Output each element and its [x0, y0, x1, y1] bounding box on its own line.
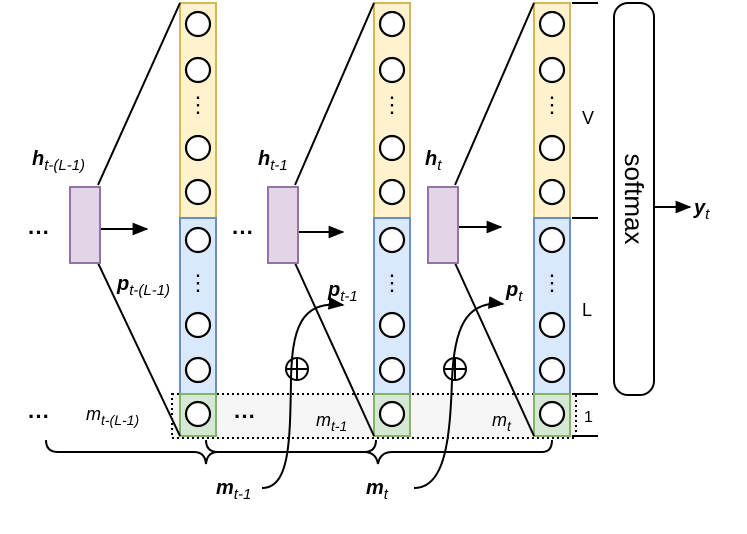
vdots: ⋮: [187, 92, 209, 117]
h-label-last: ht: [425, 148, 442, 174]
neuron-circle: [538, 56, 566, 84]
neuron-circle: [184, 56, 212, 84]
vdots: ⋮: [381, 92, 403, 117]
v-section: [533, 2, 571, 219]
neuron-circles: [184, 10, 566, 428]
neuron-circle: [538, 226, 566, 254]
m-bottom-left: mt-1: [216, 477, 251, 503]
curve-arrow-last: [413, 296, 505, 489]
neuron-circle: [184, 134, 212, 162]
column-t: [533, 2, 571, 437]
m-bottom-right: mt: [366, 477, 389, 503]
neuron-circle: [184, 311, 212, 339]
neuron-circle: [378, 56, 406, 84]
softmax-box: [613, 2, 655, 396]
vdots: ⋮: [541, 270, 563, 295]
neuron-circle: [184, 178, 212, 206]
softmax-label: softmax: [619, 153, 649, 244]
h-box-first: [69, 186, 101, 264]
neuron-circle: [184, 356, 212, 384]
neuron-circle: [538, 178, 566, 206]
h-label-mid: ht-1: [258, 148, 288, 174]
neuron-circle: [378, 356, 406, 384]
oplus-right: [443, 357, 467, 381]
h-label-first: ht-(L-1): [32, 148, 85, 174]
brace-right: [205, 439, 553, 465]
vdots: ⋮: [541, 92, 563, 117]
m-label-mid: mt-1: [316, 410, 347, 434]
neuron-circle: [378, 10, 406, 38]
neuron-circle: [184, 226, 212, 254]
connection-lines: [97, 2, 535, 437]
vdots-group: ⋮ ⋮ ⋮ ⋮ ⋮ ⋮: [187, 92, 563, 295]
ellipsis-left-bottom: ···: [28, 404, 50, 429]
p-label-mid: pt-1: [327, 279, 358, 305]
m-label-last: mt: [492, 410, 512, 434]
p-label-first: pt-(L-1): [116, 273, 170, 299]
ellipsis-mid-top: ···: [232, 220, 254, 245]
h-box-last: [427, 186, 459, 264]
section-one-label: 1: [584, 409, 593, 426]
neuron-circle: [378, 134, 406, 162]
neuron-circle: [378, 400, 406, 428]
neuron-circle: [538, 356, 566, 384]
neuron-circle: [538, 134, 566, 162]
vdots: ⋮: [381, 270, 403, 295]
neuron-circle: [538, 10, 566, 38]
y-output-label: yt: [693, 197, 710, 223]
section-l-label: L: [582, 300, 592, 320]
neuron-circle: [184, 10, 212, 38]
neuron-circle: [378, 226, 406, 254]
vdots: ⋮: [187, 270, 209, 295]
ellipsis-left-top: ···: [28, 220, 50, 245]
m-label-first: mt-(L-1): [86, 404, 139, 428]
neuron-circle: [184, 400, 212, 428]
p-label-last: pt: [505, 279, 523, 305]
neuron-circle: [538, 311, 566, 339]
curve-arrow-mid: [261, 296, 345, 489]
ellipsis-mid-bottom: ···: [234, 404, 256, 429]
oplus-left: [285, 357, 309, 381]
brace-left: [45, 439, 377, 465]
neuron-circle: [378, 311, 406, 339]
h-box-mid: [267, 186, 299, 264]
neuron-circle: [378, 178, 406, 206]
section-v-label: V: [582, 108, 594, 128]
neuron-circle: [538, 400, 566, 428]
